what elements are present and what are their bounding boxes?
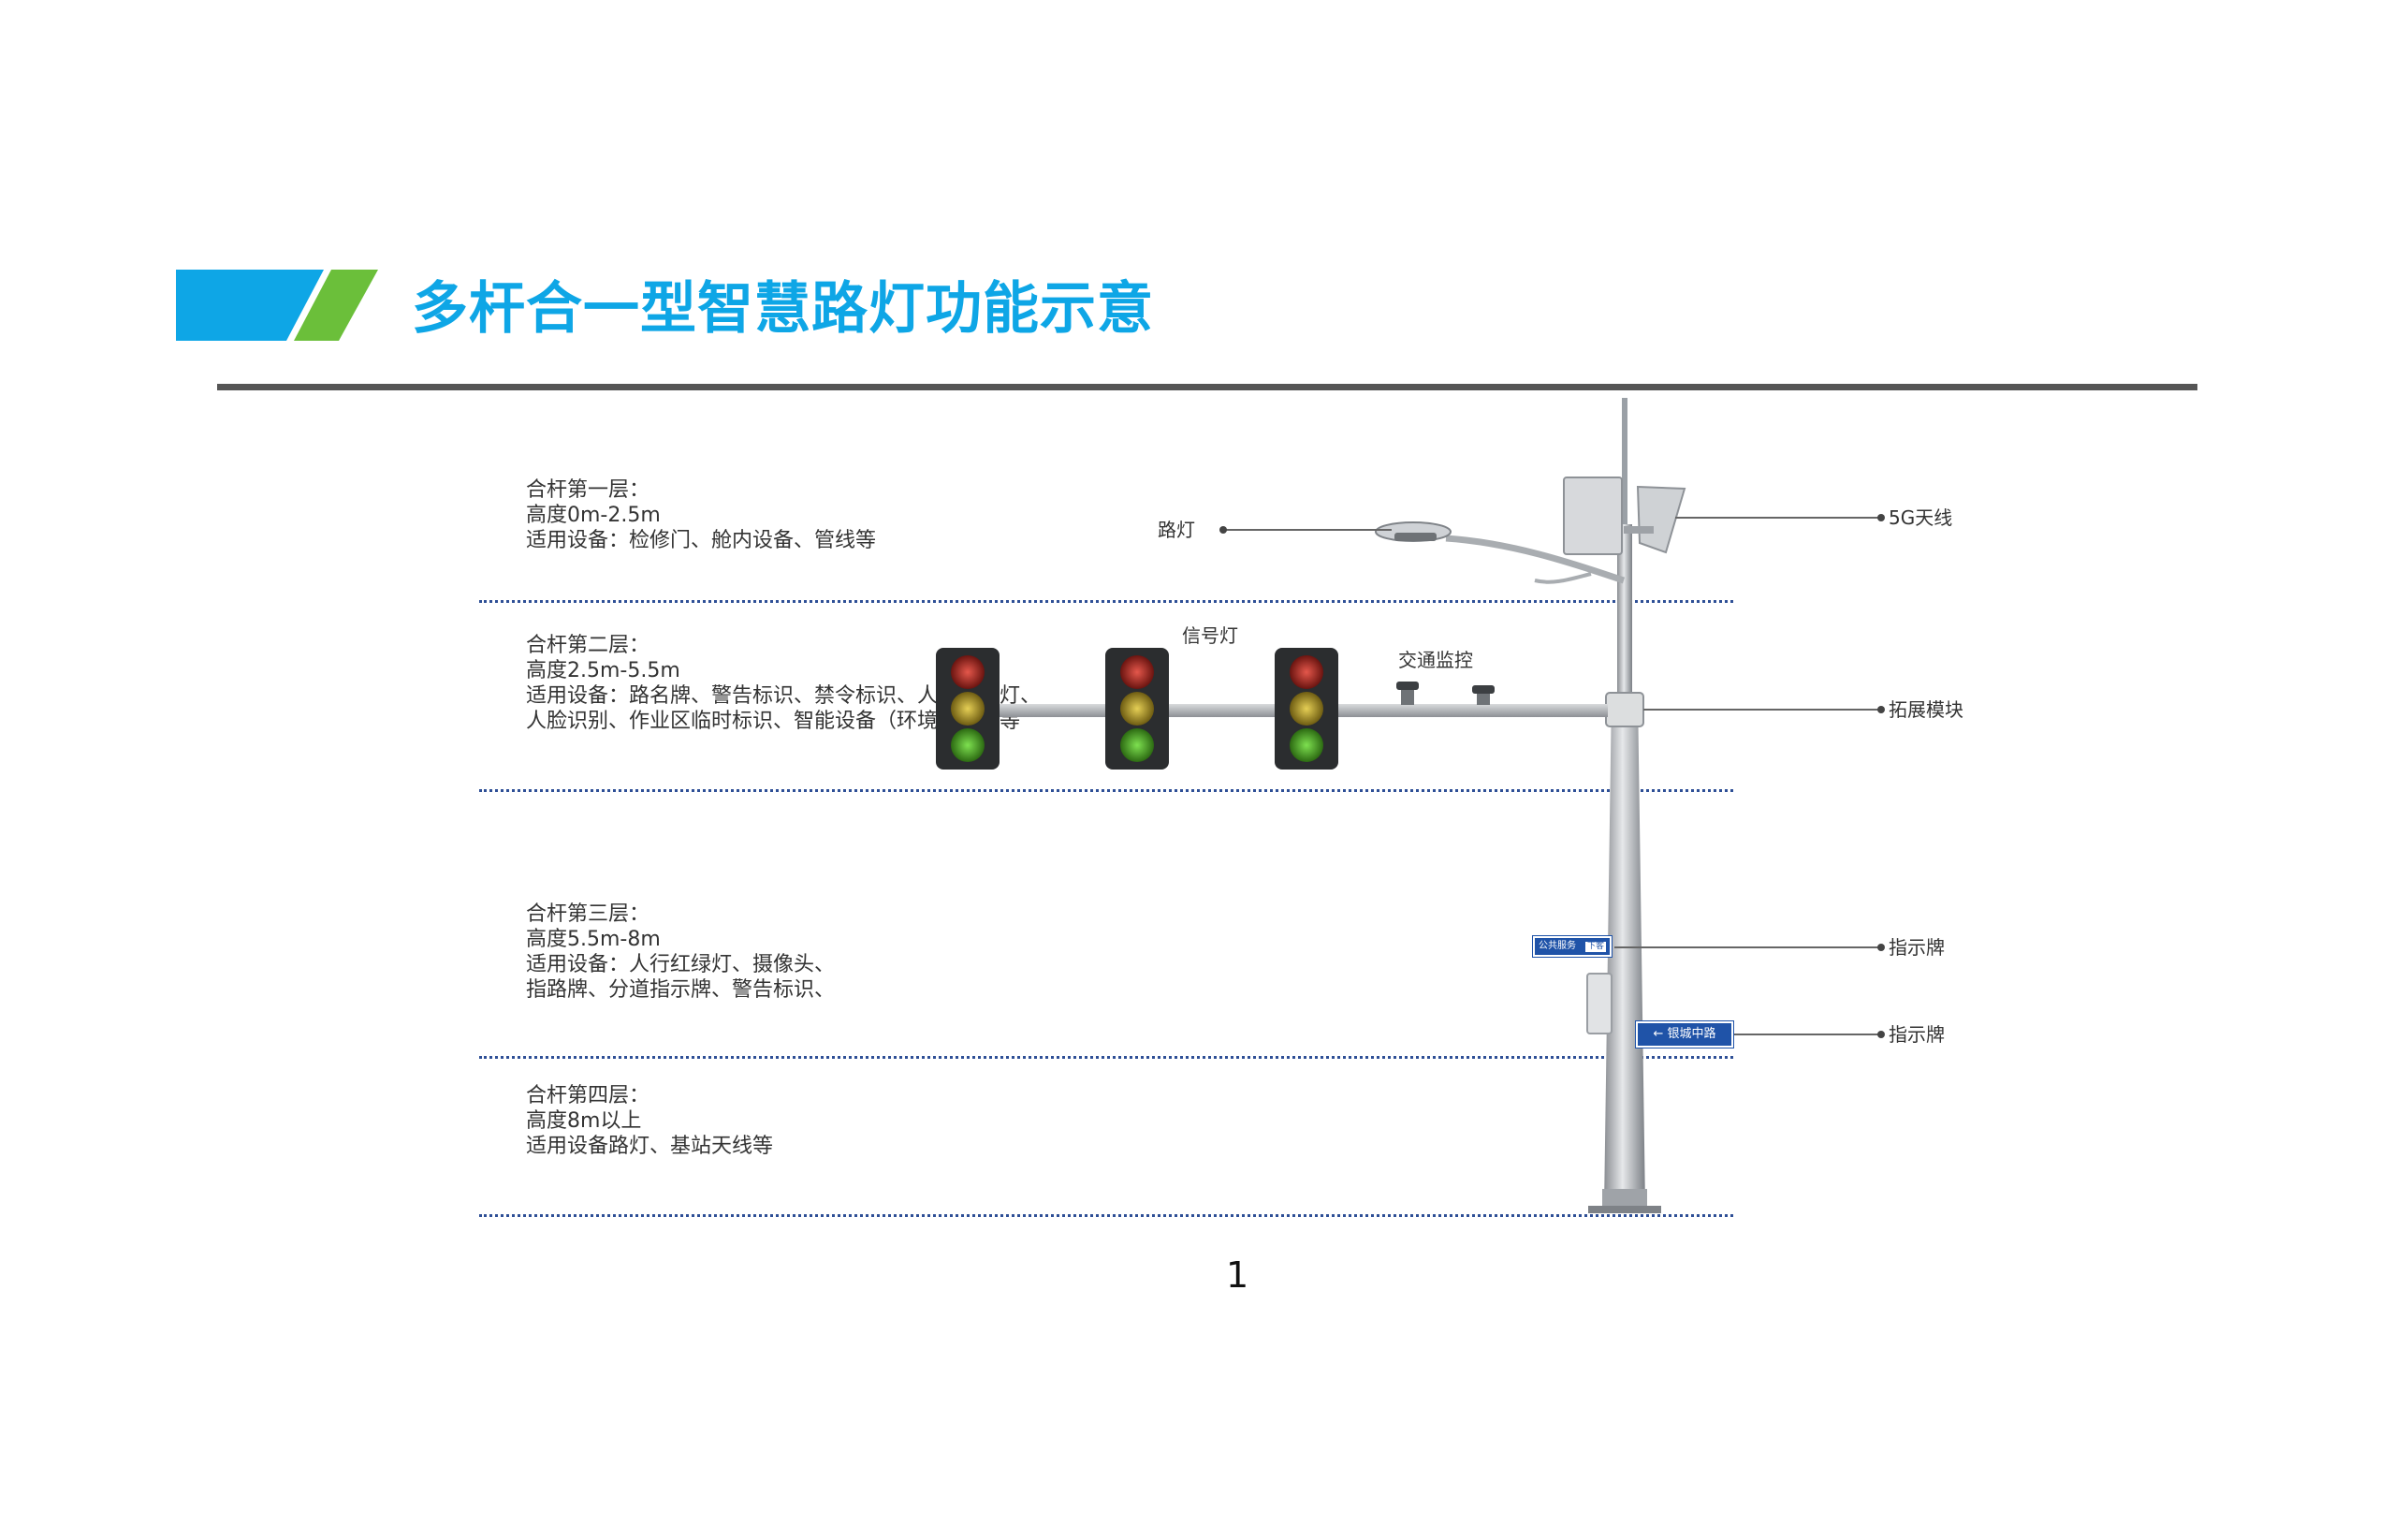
arrow-left-icon: ← xyxy=(1653,1027,1664,1041)
pole-base xyxy=(1602,1189,1647,1210)
traffic-light-2 xyxy=(1105,648,1169,770)
sign-upper-text: 公共服务 xyxy=(1539,941,1576,951)
camera-2 xyxy=(1472,685,1495,694)
camera-mount-1 xyxy=(1401,686,1414,705)
sign-lower: ← 银城中路 xyxy=(1635,1020,1734,1048)
layer-divider-2-1 xyxy=(479,1056,1733,1059)
5g-antenna-panel xyxy=(1636,485,1686,554)
layer-2-height: 高度5.5m-8m xyxy=(526,928,661,951)
layer-1-text: 合杆第四层： 高度8m以上 适用设备路灯、基站天线等 xyxy=(526,1083,773,1159)
layer-2-devices: 指路牌、分道指示牌、警告标识、 xyxy=(526,978,836,1002)
page-number: 1 xyxy=(1226,1254,1249,1296)
lamp-arm-brace xyxy=(1534,572,1592,584)
expansion-module xyxy=(1605,692,1644,727)
sign-upper: 公共服务 下客 xyxy=(1532,935,1613,958)
page-title: 多杆合一型智慧路灯功能示意 xyxy=(412,276,1154,342)
label-sign-lower: 指示牌 xyxy=(1889,1023,1945,1046)
lamp-arm xyxy=(1445,535,1626,584)
lamp-head-bottom xyxy=(1394,533,1437,541)
leader-dot xyxy=(1877,706,1885,713)
sign-upper-tag: 下客 xyxy=(1584,941,1606,952)
label-street-light: 路灯 xyxy=(1158,519,1195,541)
layer-3-height: 高度2.5m-5.5m xyxy=(526,659,680,682)
leader-dot xyxy=(1877,944,1885,951)
label-expansion-module: 拓展模块 xyxy=(1889,698,1963,721)
label-signal-light: 信号灯 xyxy=(1182,624,1238,647)
label-sign-upper: 指示牌 xyxy=(1889,936,1945,959)
traffic-light-3 xyxy=(1275,648,1338,770)
layer-4-height: 高度0m-2.5m xyxy=(526,504,661,527)
5g-mount xyxy=(1624,526,1654,534)
leader-dot xyxy=(1877,1031,1885,1038)
5g-box xyxy=(1563,477,1623,555)
leader-dot xyxy=(1219,526,1227,534)
layer-4-name: 合杆第一层： xyxy=(526,478,650,502)
pole-plate xyxy=(1588,1206,1661,1213)
antenna-rod xyxy=(1622,398,1627,538)
layer-1-devices: 适用设备路灯、基站天线等 xyxy=(526,1135,774,1158)
pedestrian-signal-box xyxy=(1586,973,1613,1034)
camera-1 xyxy=(1396,682,1419,690)
layer-4-text: 合杆第一层： 高度0m-2.5m 适用设备：检修门、舱内设备、管线等 xyxy=(526,477,876,553)
leader-dot xyxy=(1877,514,1885,521)
header-accent-shape xyxy=(176,270,378,341)
layer-4-devices: 适用设备：检修门、舱内设备、管线等 xyxy=(526,529,877,552)
header-rule xyxy=(217,384,2197,390)
layer-2-devices: 适用设备：人行红绿灯、摄像头、 xyxy=(526,953,836,976)
layer-2-name: 合杆第三层： xyxy=(526,902,650,926)
layer-2-text: 合杆第三层： 高度5.5m-8m 适用设备：人行红绿灯、摄像头、 指路牌、分道指… xyxy=(526,902,835,1003)
layer-1-height: 高度8m以上 xyxy=(526,1109,642,1133)
layer-divider-3-2 xyxy=(479,789,1733,792)
upper-pole xyxy=(1617,524,1632,702)
traffic-light-1 xyxy=(936,648,1000,770)
layer-divider-4-3 xyxy=(479,600,1733,603)
layer-3-name: 合杆第二层： xyxy=(526,634,650,657)
main-pole xyxy=(1604,693,1645,1208)
label-5g-antenna: 5G天线 xyxy=(1889,506,1953,529)
ground-line xyxy=(479,1214,1733,1217)
sign-lower-text: 银城中路 xyxy=(1667,1027,1716,1041)
layer-1-name: 合杆第四层： xyxy=(526,1084,650,1107)
label-traffic-monitor: 交通监控 xyxy=(1398,649,1473,671)
